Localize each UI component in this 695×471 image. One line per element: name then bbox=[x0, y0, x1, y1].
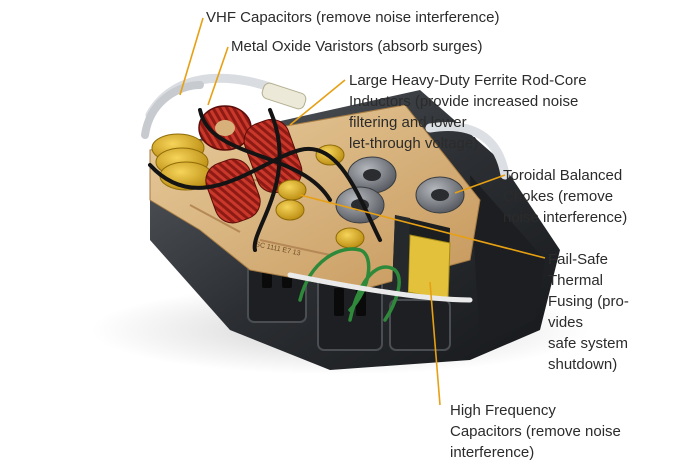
white-cable-left bbox=[141, 81, 204, 139]
toroid-coil bbox=[198, 105, 252, 151]
leader-toroidal-chokes bbox=[454, 174, 506, 194]
leader-ferrite-inductors bbox=[289, 79, 346, 126]
label-thermal-fusing: Fail-Safe Thermal Fusing (pro- vides saf… bbox=[548, 251, 629, 373]
toroidal-chokes bbox=[335, 156, 465, 224]
label-ferrite-inductors: Large Heavy-Duty Ferrite Rod-Core Induct… bbox=[349, 72, 587, 152]
label-metal-oxide-varistors: Metal Oxide Varistors (absorb surges) bbox=[231, 38, 483, 55]
black-wires bbox=[148, 108, 382, 252]
wire-connector bbox=[261, 82, 307, 110]
leader-thermal-fusing bbox=[299, 194, 546, 259]
leader-metal-oxide-varistors bbox=[207, 46, 229, 106]
thermal-fuse-block bbox=[392, 215, 451, 301]
leader-hf-capacitors bbox=[429, 281, 441, 406]
callout-leader-lines bbox=[179, 17, 546, 406]
white-wire-lower bbox=[287, 272, 473, 303]
white-cable-right bbox=[425, 122, 510, 180]
small-capacitors bbox=[275, 144, 365, 249]
label-hf-capacitors: High Frequency Capacitors (remove noise … bbox=[450, 402, 621, 461]
leader-vhf-capacitors bbox=[179, 17, 204, 96]
label-toroidal-chokes: Toroidal Balanced Chokes (remove noise i… bbox=[503, 167, 628, 226]
label-vhf-capacitors: VHF Capacitors (remove noise interferenc… bbox=[206, 9, 500, 26]
